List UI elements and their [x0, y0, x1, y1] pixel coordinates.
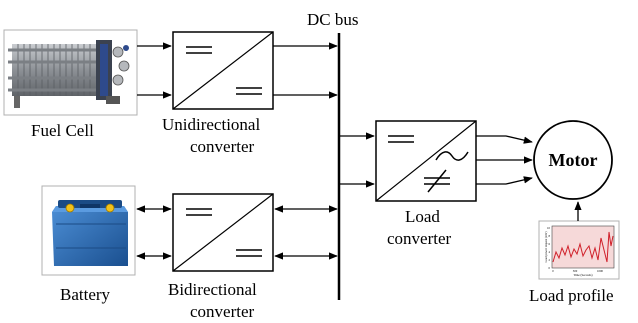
load-profile-ytick: 8 — [549, 234, 551, 238]
load-profile-xtick: 1000 — [597, 269, 604, 273]
unidirectional-converter — [172, 31, 274, 110]
bidirectional-label-line1: Bidirectional — [168, 280, 257, 299]
fuel-cell-label: Fuel Cell — [31, 121, 94, 140]
load-profile-ytick: 10 — [547, 226, 551, 230]
fuel-cell-stack-image — [3, 29, 138, 116]
battery-image — [41, 185, 136, 276]
load-profile-label: Load profile — [529, 286, 614, 305]
motor-label: Motor — [549, 150, 598, 170]
load-converter-label-line2: converter — [387, 229, 452, 248]
load-profile-ytick: 2 — [549, 258, 551, 262]
unidirectional-label-line1: Unidirectional — [162, 115, 260, 134]
dc-dc-converter-symbol — [186, 208, 262, 257]
battery-label: Battery — [60, 285, 111, 304]
load-profile-ytick: 4 — [549, 250, 551, 254]
load-profile-ytick: 6 — [549, 242, 551, 246]
bidirectional-converter — [172, 193, 274, 272]
bidirectional-label-line2: converter — [190, 302, 255, 321]
load-profile-ylabel: Load power request (kW) — [544, 232, 548, 263]
load-profile-xtick: 0 — [552, 269, 554, 273]
load-profile-ytick: 0 — [549, 266, 551, 270]
motor: Motor — [533, 120, 613, 200]
connection-arrows — [136, 42, 582, 260]
arrow-load-to-motor-3 — [476, 176, 533, 185]
dc-dc-converter-symbol — [186, 46, 262, 95]
load-converter — [375, 120, 477, 202]
dc-bus-label: DC bus — [307, 10, 358, 29]
load-profile-xlabel: Time (Seconds) — [574, 273, 593, 277]
dc-ac-converter-symbol — [388, 135, 469, 193]
load-profile-plot-image: Time (Seconds) Load power request (kW) 0… — [538, 220, 620, 280]
load-profile-xtick: 500 — [573, 269, 578, 273]
arrow-load-to-motor-1 — [476, 135, 533, 144]
dc-bus: DC bus — [307, 10, 358, 300]
unidirectional-label-line2: converter — [190, 137, 255, 156]
load-converter-label-line1: Load — [405, 207, 440, 226]
